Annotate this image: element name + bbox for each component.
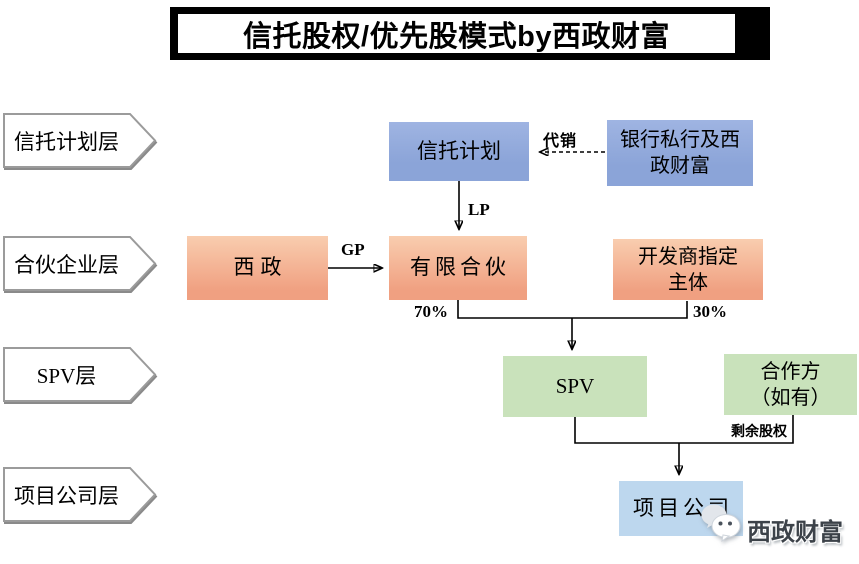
layer-chevron-spv: SPV层 [3,347,157,402]
node-limited-partnership: 有限合伙 [389,236,527,300]
edge-label-70pct: 70% [414,302,448,321]
node-trust-plan: 信托计划 [389,122,529,181]
edge-label-lp: LP [468,200,490,219]
node-label-line1: 合作方 [760,360,821,383]
page-title: 信托股权/优先股模式by西政财富 [178,14,735,53]
edge-label-30pct: 30% [693,302,727,321]
node-label: SPV [555,373,595,398]
title-banner: 信托股权/优先股模式by西政财富 [170,7,770,60]
node-label-line1: 开发商指定 [638,245,738,268]
node-label: 有限合伙 [410,255,510,280]
node-bank-private: 银行私行及西 政财富 [607,120,753,186]
node-developer-entity: 开发商指定 主体 [613,239,763,300]
node-label-line1: 银行私行及西 [620,129,740,151]
edge-label-gp: GP [341,240,365,259]
layer-label: 合伙企业层 [14,252,119,277]
watermark: 西政财富 [699,500,859,550]
layer-label: 信托计划层 [14,129,119,154]
edge-label-consignment: 代销 [543,133,578,150]
node-xizheng: 西政 [187,236,328,300]
node-label: 信托计划 [417,138,501,163]
layer-chevron-project-company: 项目公司层 [3,467,157,522]
node-label: 西政 [233,255,288,280]
wechat-icon [701,504,741,543]
layer-chevron-trust-plan: 信托计划层 [3,113,157,168]
node-label-line2: （如有） [750,386,831,409]
node-spv: SPV [503,356,647,417]
node-label-line2: 主体 [668,271,708,294]
chevron-shape [3,113,157,168]
layer-label: SPV层 [36,363,97,388]
edge-equity-merge-line [457,300,688,319]
watermark-text: 西政财富 [747,519,843,546]
chevron-shape [3,467,157,522]
node-label-line2: 政财富 [650,155,710,177]
layer-label: 项目公司层 [14,483,119,508]
edge-label-residual-equity: 剩余股权 [731,425,787,440]
chevron-shape [3,236,157,291]
layer-chevron-partnership: 合伙企业层 [3,236,157,291]
chevron-shape [3,347,157,402]
node-partner: 合作方 （如有） [724,354,857,415]
